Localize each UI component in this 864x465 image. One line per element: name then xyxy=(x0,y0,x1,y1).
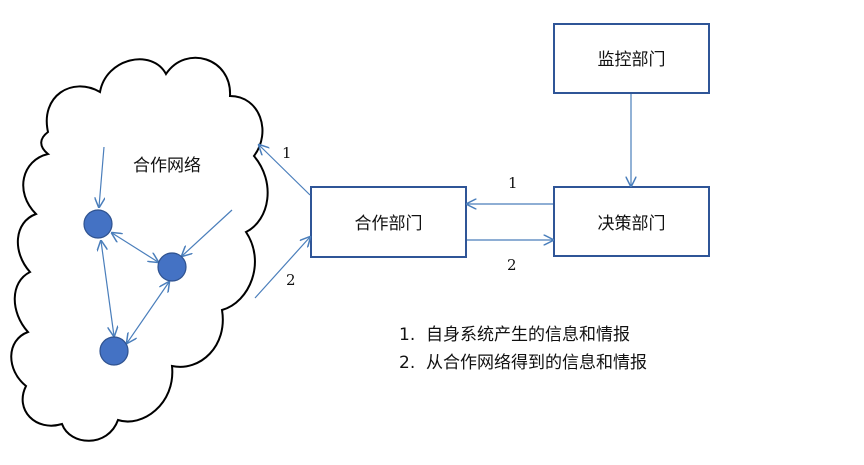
legend-item-1: 1. 自身系统产生的信息和情报 xyxy=(399,325,630,345)
legend: 1. 自身系统产生的信息和情报 2. 从合作网络得到的信息和情报 xyxy=(399,325,647,373)
network-node-c xyxy=(99,336,129,366)
network-nodes xyxy=(83,209,187,366)
arrow-node-a-node-c xyxy=(101,241,114,336)
cloud-outline xyxy=(10,56,269,442)
arrow-label-coop-to-decision: 2 xyxy=(507,256,517,274)
cooperation-network-cloud: 合作网络 xyxy=(10,56,269,442)
arrow-into-node-b xyxy=(182,209,233,256)
monitor-department-label: 监控部门 xyxy=(598,50,666,70)
arrow-label-to-cloud: 1 xyxy=(282,144,292,162)
arrow-label-from-cloud: 2 xyxy=(286,271,296,289)
arrow-node-a-node-b xyxy=(112,233,158,262)
monitor-department-box: 监控部门 xyxy=(553,23,710,94)
decision-department-label: 决策部门 xyxy=(598,214,666,234)
arrow-cooperation-to-cloud xyxy=(259,145,311,196)
arrow-into-node-a xyxy=(99,146,104,207)
legend-item-2: 2. 从合作网络得到的信息和情报 xyxy=(399,353,647,373)
arrow-label-decision-to-coop: 1 xyxy=(508,174,518,192)
arrow-cloud-to-cooperation xyxy=(254,237,310,299)
cooperation-department-box: 合作部门 xyxy=(310,186,467,258)
network-node-b xyxy=(157,252,187,282)
network-node-a xyxy=(83,209,113,239)
arrow-node-c-node-b xyxy=(127,282,169,343)
decision-department-box: 决策部门 xyxy=(553,186,710,257)
department-arrows xyxy=(254,94,631,299)
cloud-internal-arrows xyxy=(99,146,233,343)
cooperation-department-label: 合作部门 xyxy=(355,214,423,234)
cloud-label: 合作网络 xyxy=(133,156,201,176)
